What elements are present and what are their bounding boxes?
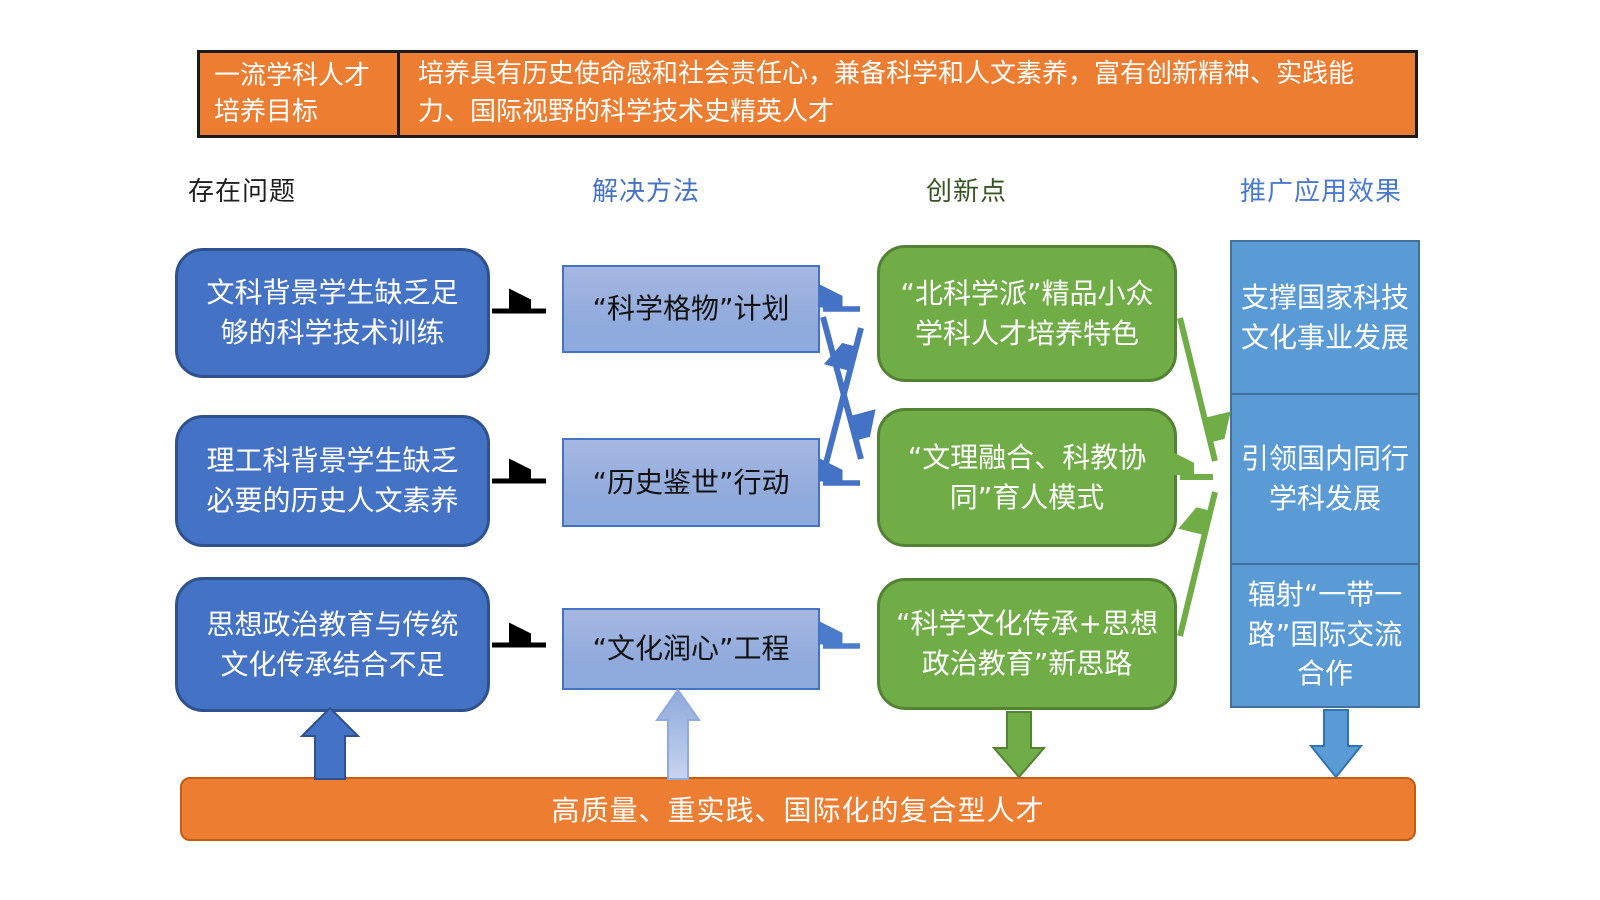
block-arrow-down-outcomes-to-footer <box>1308 709 1364 779</box>
solution-box-1: “科学格物”计划 <box>562 265 820 353</box>
outcome-cell-3: 辐射“一带一路”国际交流合作 <box>1247 577 1403 691</box>
block-arrow-down-innovation3-to-footer <box>991 711 1047 779</box>
innovation-box-1: “北科学派”精品小众学科人才培养特色 <box>877 245 1177 382</box>
outcome-cell-2: 引领国内同行学科发展 <box>1232 395 1418 565</box>
header-goal-description-box: 培养具有历史使命感和社会责任心，兼备科学和人文素养，富有创新精神、实践能力、国际… <box>397 50 1418 138</box>
block-arrow-up-footer-to-solution3 <box>655 688 701 780</box>
column-header-solutions: 解决方法 <box>592 177 701 207</box>
header-goal-title-text: 一流学科人才 培养目标 <box>214 60 371 127</box>
outcomes-column: 支撑国家科技文化事业发展 引领国内同行学科发展 辐射“一带一路”国际交流合作 <box>1230 240 1420 708</box>
arrow-innovation1-to-outcomes <box>1177 317 1215 462</box>
footer-result-text: 高质量、重实践、国际化的复合型人才 <box>551 794 1045 827</box>
header-goal-description-text: 培养具有历史使命感和社会责任心，兼备科学和人文素养，富有创新精神、实践能力、国际… <box>418 59 1355 127</box>
solution-box-2: “历史鉴世”行动 <box>562 438 820 527</box>
arrow-solution2-to-innovation1 <box>820 327 864 476</box>
column-header-problems: 存在问题 <box>188 177 297 207</box>
problem-box-1: 文科背景学生缺乏足够的科学技术训练 <box>175 248 490 378</box>
column-header-innovations: 创新点 <box>926 177 1008 207</box>
arrow-solution1-to-innovation2 <box>820 316 861 460</box>
block-arrow-up-footer-to-problem3 <box>299 706 361 780</box>
column-header-outcomes: 推广应用效果 <box>1240 177 1403 207</box>
arrow-innovation3-to-outcomes <box>1177 491 1218 637</box>
innovation-box-2: “文理融合、科教协同”育人模式 <box>877 408 1177 547</box>
innovation-box-3: “科学文化传承+思想政治教育”新思路 <box>877 578 1177 710</box>
problem-box-3: 思想政治教育与传统文化传承结合不足 <box>175 577 490 712</box>
header-goal-title-box: 一流学科人才 培养目标 <box>197 50 401 138</box>
solution-box-3: “文化润心”工程 <box>562 608 820 690</box>
outcome-cell-1: 支撑国家科技文化事业发展 <box>1232 242 1418 395</box>
problem-box-2: 理工科背景学生缺乏必要的历史人文素养 <box>175 415 490 547</box>
footer-result-bar: 高质量、重实践、国际化的复合型人才 <box>180 777 1416 841</box>
